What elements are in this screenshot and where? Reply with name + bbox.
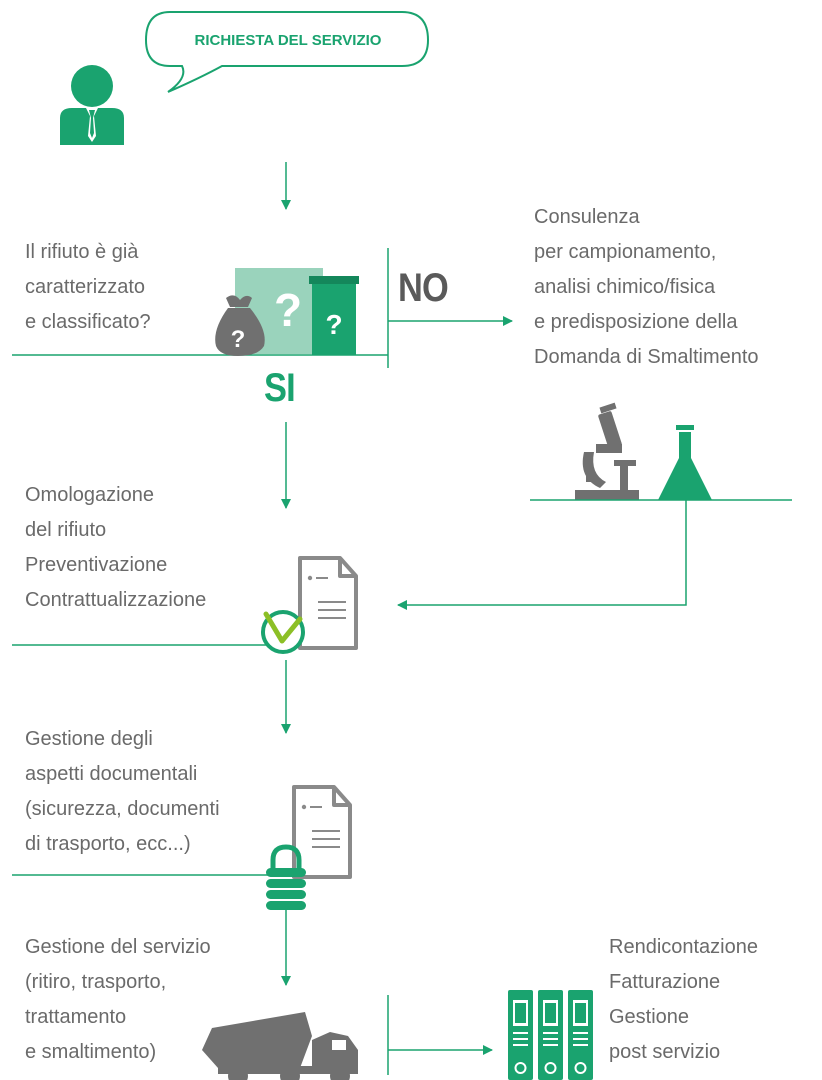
user-icon (60, 65, 124, 145)
reporting-line: Fatturazione (609, 971, 721, 993)
service-line: (ritiro, trasporto, (25, 971, 167, 993)
document-icon (298, 556, 358, 650)
consulting-text: Consulenza per campionamento, analisi ch… (534, 200, 759, 375)
documents-text: Gestione degli aspetti documentali (sicu… (25, 722, 220, 862)
documents-line: aspetti documentali (25, 763, 198, 785)
yes-label: SI (264, 366, 296, 410)
bin-icon: ? (309, 276, 359, 355)
decision-question-line: e classificato? (25, 311, 151, 333)
homologation-text: Omologazione del rifiuto Preventivazione… (25, 478, 206, 618)
consulting-line: e predisposizione della (534, 311, 738, 333)
homologation-line: Preventivazione (25, 554, 168, 576)
consulting-line: Domanda di Smaltimento (534, 346, 759, 368)
documents-line: Gestione degli (25, 728, 153, 750)
document-icon (292, 785, 352, 879)
consulting-line: per campionamento, (534, 241, 717, 263)
service-line: Gestione del servizio (25, 936, 211, 958)
decision-question-line: caratterizzato (25, 276, 146, 298)
no-label: NO (398, 266, 449, 310)
connector-consulting-return (397, 500, 687, 610)
svg-text:?: ? (274, 284, 302, 336)
request-bubble-label: RICHIESTA DEL SERVIZIO (194, 32, 382, 49)
service-line: trattamento (25, 1006, 127, 1028)
service-line: e smaltimento) (25, 1041, 157, 1063)
reporting-line: Gestione (609, 1006, 690, 1028)
waste-bag-icon: ? (215, 295, 265, 356)
homologation-line: Omologazione (25, 484, 154, 506)
padlock-icon (266, 844, 306, 910)
decision-question: Il rifiuto è già caratterizzato e classi… (25, 235, 151, 340)
documents-line: (sicurezza, documenti (25, 798, 220, 820)
check-icon (261, 610, 305, 654)
reporting-text: Rendicontazione Fatturazione Gestione po… (609, 930, 758, 1070)
consulting-line: Consulenza (534, 206, 640, 228)
microscope-icon (575, 402, 639, 500)
reporting-line: Rendicontazione (609, 936, 758, 958)
flask-icon (658, 425, 712, 500)
homologation-line: Contrattualizzazione (25, 589, 207, 611)
reporting-line: post servizio (609, 1041, 721, 1063)
decision-question-line: Il rifiuto è già (25, 241, 139, 263)
service-text: Gestione del servizio (ritiro, trasporto… (25, 930, 211, 1070)
documents-line: di trasporto, ecc...) (25, 833, 191, 855)
speech-bubble (144, 11, 430, 93)
svg-text:?: ? (325, 309, 342, 340)
consulting-line: analisi chimico/fisica (534, 276, 716, 298)
homologation-line: del rifiuto (25, 519, 107, 541)
dump-truck-icon (202, 1012, 358, 1080)
binders-icon (508, 990, 593, 1080)
svg-text:?: ? (231, 326, 246, 353)
